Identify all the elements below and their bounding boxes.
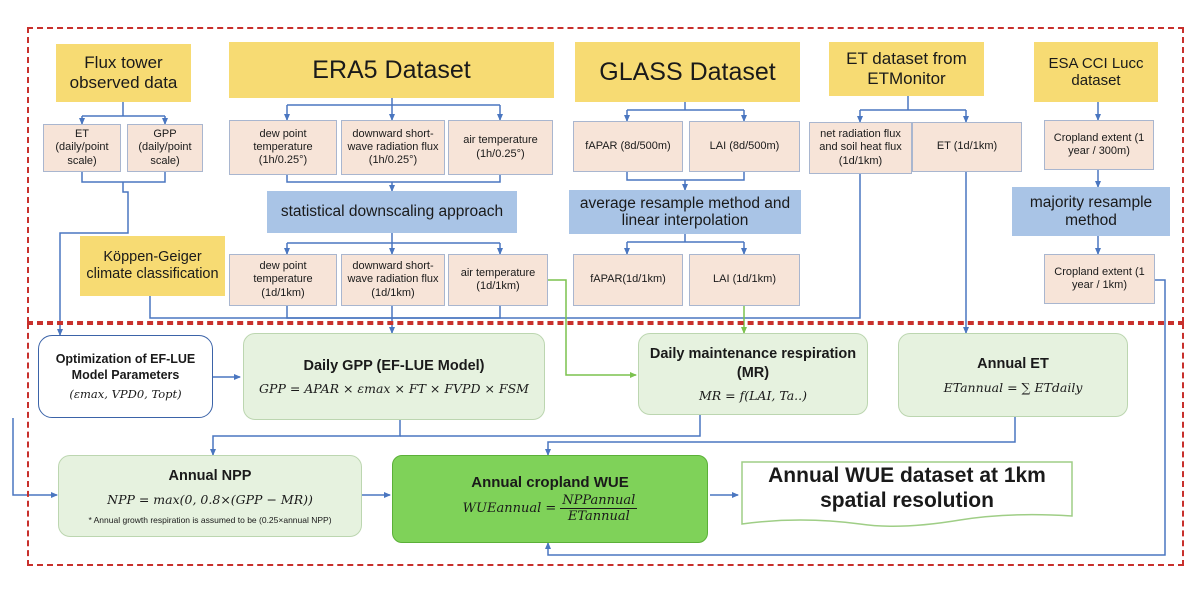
wue-numerator: NPPannual <box>560 493 638 509</box>
annual-et-title: Annual ET <box>977 356 1049 373</box>
etmonitor-banner: ET dataset from ETMonitor <box>829 42 984 96</box>
annual-npp-note: * Annual growth respiration is assumed t… <box>88 514 332 525</box>
opt-to-npp <box>12 418 58 498</box>
wue-lhs: WUEannual = <box>462 501 557 516</box>
era5-dew-point-box: dew point temperature (1h/0.25°) <box>229 120 337 175</box>
resample-split <box>627 234 744 243</box>
optimization-formula: (εmax, VPD0, Topt) <box>69 386 182 401</box>
data-sources-region <box>27 27 1184 323</box>
majority-resample-method: majority resample method <box>1012 187 1170 236</box>
gpp-to-npp <box>210 420 401 456</box>
wue-fraction: NPPannual ETannual <box>560 493 638 524</box>
annual-wue-formula: WUEannual = NPPannual ETannual <box>463 493 638 524</box>
ds-air-temp-box: air temperature (1d/1km) <box>448 254 548 306</box>
annual-npp-title: Annual NPP <box>168 468 252 485</box>
annual-wue-box: Annual cropland WUE WUEannual = NPPannua… <box>392 455 708 543</box>
resample-interpolation-method: average resample method and linear inter… <box>569 190 801 234</box>
daily-mr-title: Daily maintenance respiration (MR) <box>649 345 857 381</box>
output-document-shape <box>741 461 1073 527</box>
cropland-1km-box: Cropland extent (1 year / 1km) <box>1044 254 1155 304</box>
output-dataset-label: Annual WUE dataset at 1km spatial resolu… <box>768 463 1046 512</box>
net-radiation-box: net radiation flux and soil heat flux (1… <box>809 122 912 174</box>
gl-lai-1km-box: LAI (1d/1km) <box>689 254 800 306</box>
optimization-title: Optimization of EF-LUE Model Parameters <box>55 352 196 382</box>
era5-air-temp-box: air temperature (1h/0.25°) <box>448 120 553 175</box>
era5-banner: ERA5 Dataset <box>229 42 554 98</box>
mr-to-npp <box>400 415 701 437</box>
daily-mr-box: Daily maintenance respiration (MR) MR = … <box>638 333 868 415</box>
annual-npp-box: Annual NPP NPP = max(0, 0.8×(GPP − MR)) … <box>58 455 362 537</box>
glass-fapar-box: fAPAR (8d/500m) <box>573 121 683 172</box>
annual-et-box: Annual ET ETannual = ∑ ETdaily <box>898 333 1128 417</box>
crop2-to-wue <box>545 279 1166 556</box>
rad-to-gpp <box>149 174 861 319</box>
daily-gpp-box: Daily GPP (EF-LUE Model) GPP = APAR × εm… <box>243 333 545 420</box>
etmonitor-et-box: ET (1d/1km) <box>912 122 1022 172</box>
et-to-wue <box>545 417 1016 456</box>
flux-to-opt <box>57 182 129 336</box>
ds-shortwave-box: downward short-wave radiation flux (1d/1… <box>341 254 445 306</box>
flux-et-box: ET (daily/point scale) <box>43 124 121 172</box>
esa-cci-banner: ESA CCI Lucc dataset <box>1034 42 1158 102</box>
daily-gpp-title: Daily GPP (EF-LUE Model) <box>303 357 485 374</box>
flux-gpp-box: GPP (daily/point scale) <box>127 124 203 172</box>
downscale-split <box>287 233 500 244</box>
annual-wue-title: Annual cropland WUE <box>471 474 629 491</box>
wue-denominator: ETannual <box>567 509 630 524</box>
ds-dew-point-box: dew point temperature (1d/1km) <box>229 254 337 306</box>
glass-lai-box: LAI (8d/500m) <box>689 121 800 172</box>
daily-mr-formula: MR = f(LAI, Ta..) <box>699 388 807 404</box>
ta-to-mr <box>548 279 637 378</box>
annual-et-formula: ETannual = ∑ ETdaily <box>943 379 1083 395</box>
downscaling-method: statistical downscaling approach <box>267 191 517 233</box>
daily-gpp-formula: GPP = APAR × εmax × FT × FVPD × FSM <box>259 381 529 397</box>
glass-banner: GLASS Dataset <box>575 42 800 102</box>
koppen-geiger-banner: Köppen-Geiger climate classification <box>80 236 225 296</box>
processing-region <box>27 323 1184 566</box>
era5-merge <box>286 175 501 183</box>
annual-npp-formula: NPP = max(0, 0.8×(GPP − MR)) <box>107 491 313 507</box>
optimization-box: Optimization of EF-LUE Model Parameters … <box>38 335 213 418</box>
flux-tower-banner: Flux tower observed data <box>56 44 191 102</box>
gl-fapar-1km-box: fAPAR(1d/1km) <box>573 254 683 306</box>
era5-shortwave-box: downward short-wave radiation flux (1h/0… <box>341 120 445 175</box>
cropland-300m-box: Cropland extent (1 year / 300m) <box>1044 120 1154 170</box>
